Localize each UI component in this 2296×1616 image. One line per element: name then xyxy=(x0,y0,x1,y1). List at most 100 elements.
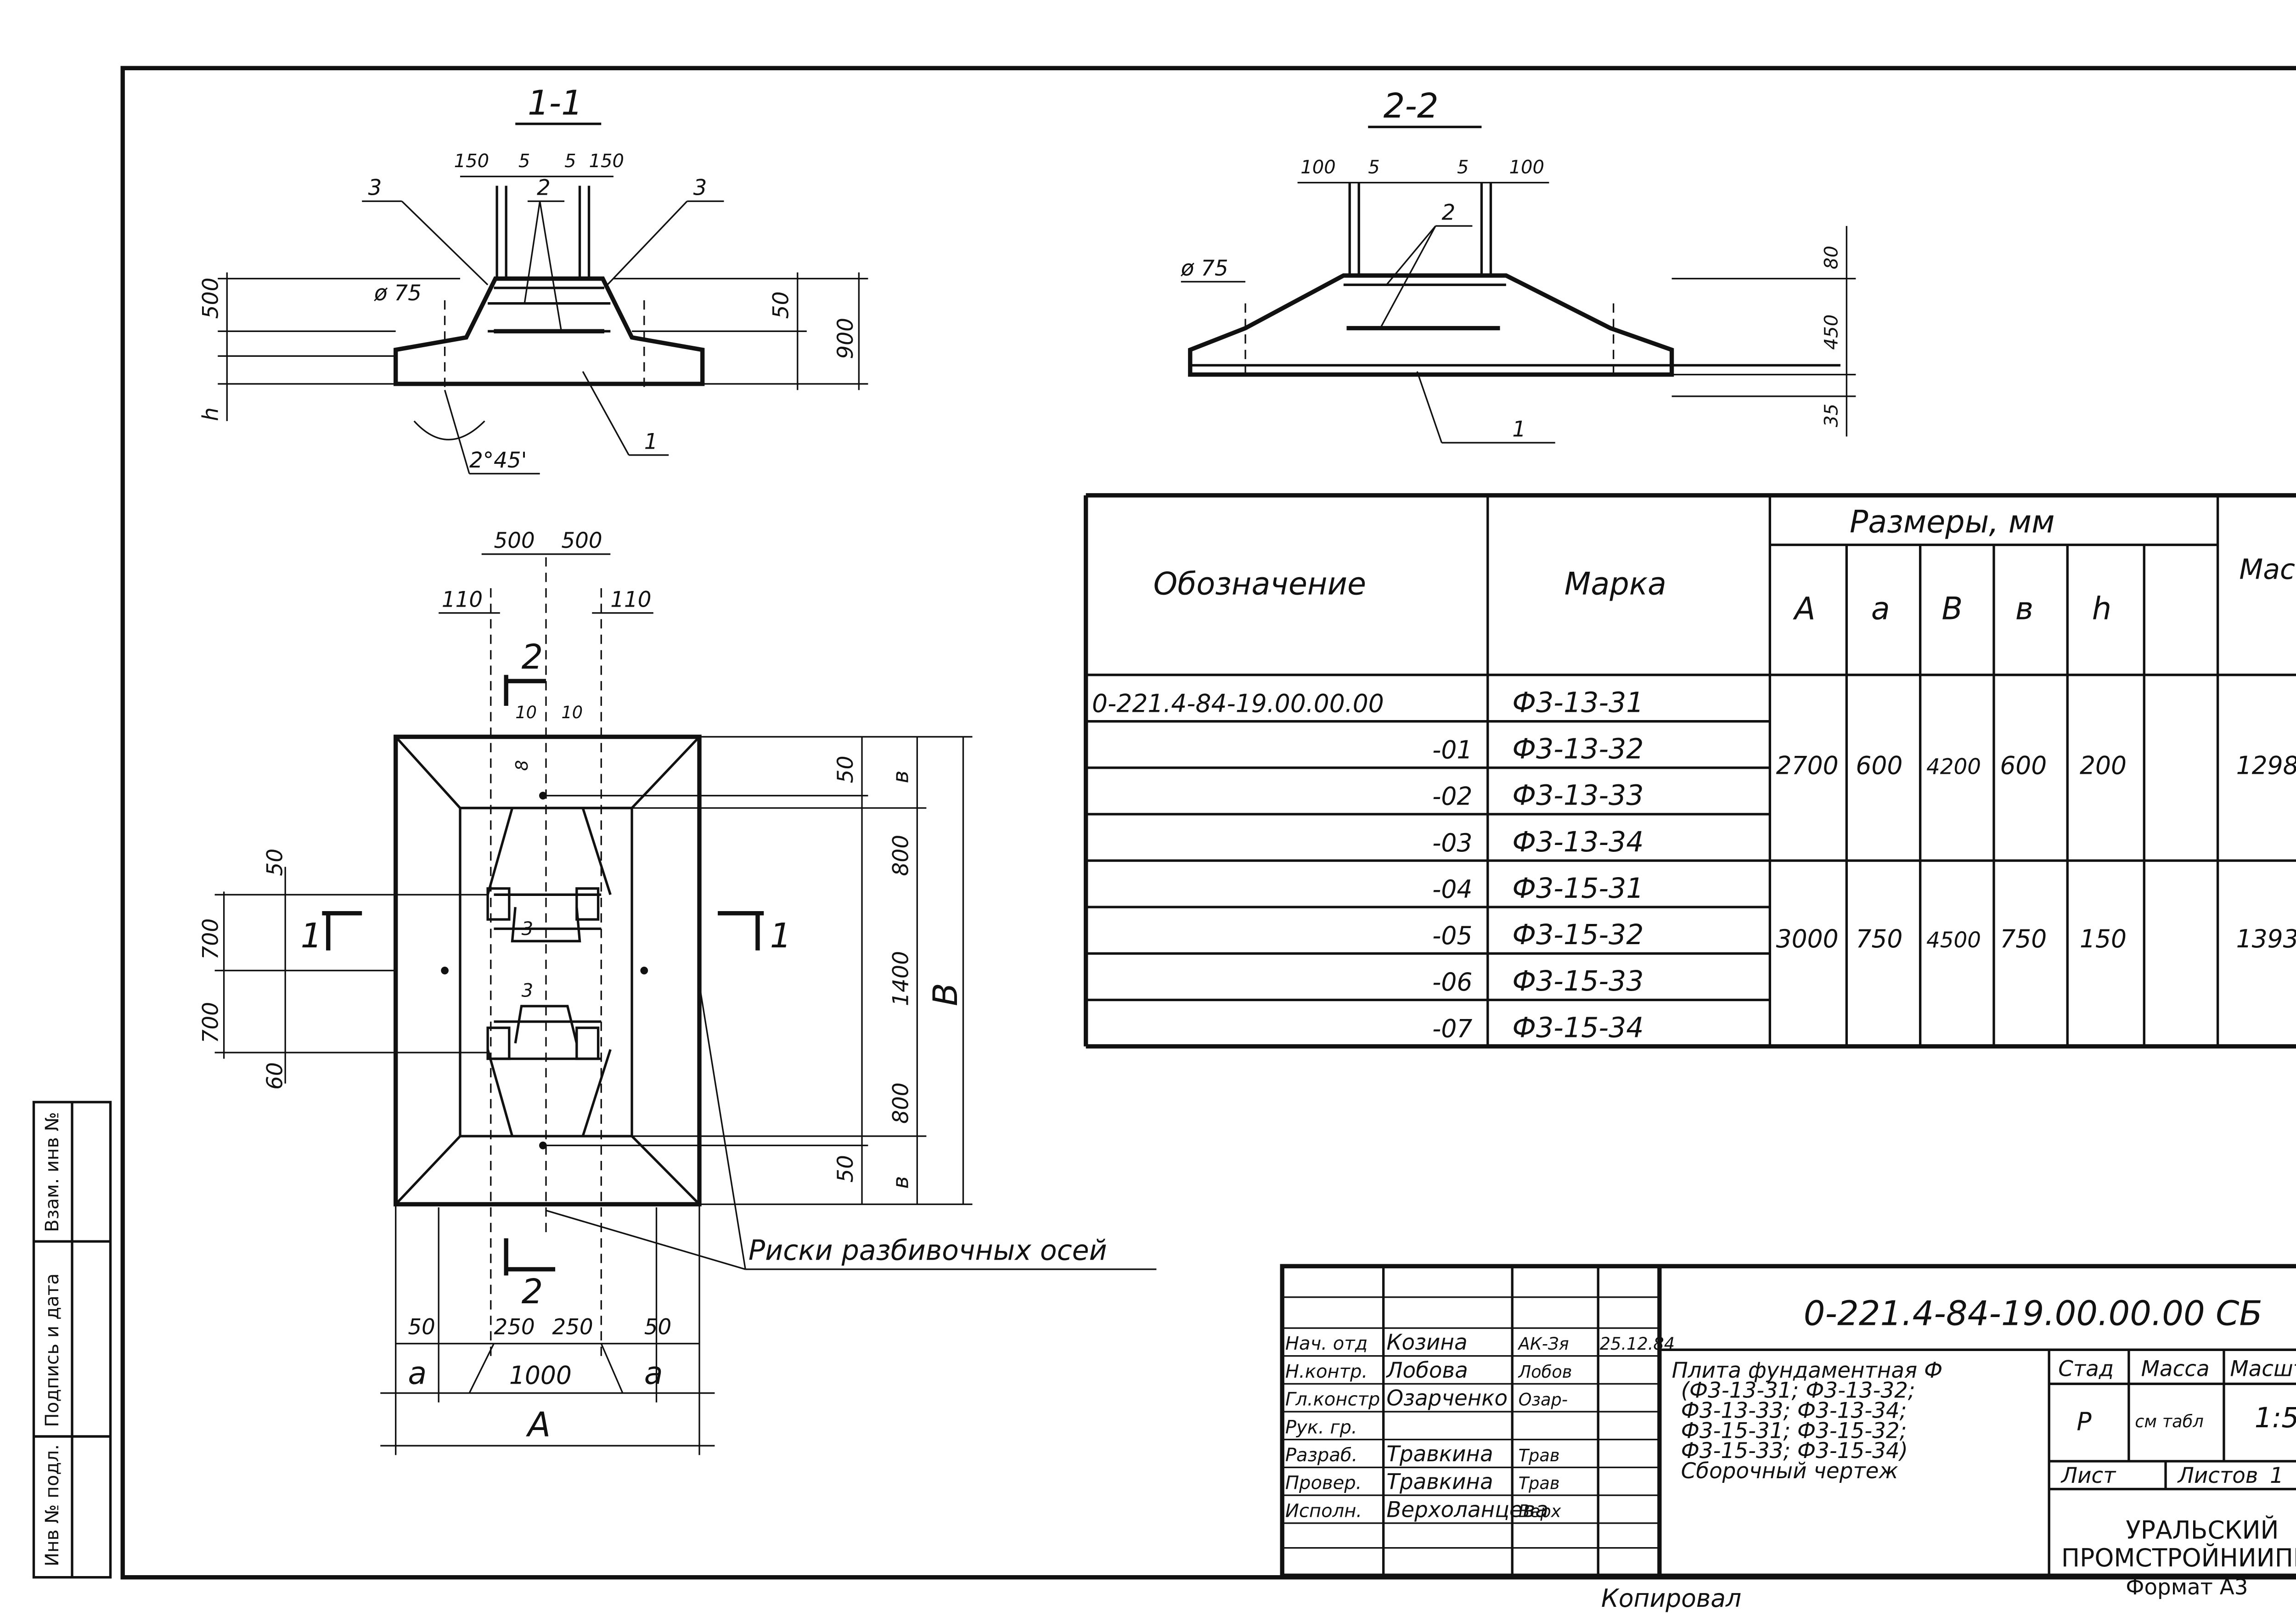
plan-dim-a-left: a xyxy=(408,1355,427,1391)
grp-v-1: 750 xyxy=(2000,924,2047,953)
plan-view: 500 500 110 110 2 2 1 1 10 10 8 50 700 7… xyxy=(198,528,1157,1455)
plan-cut-1-left: 1 xyxy=(301,916,322,956)
plan-dim-50-top-right: 50 xyxy=(833,756,858,783)
row-oboz-3: -03 xyxy=(1432,828,1472,857)
s22-callout-2: 2 xyxy=(1442,200,1456,225)
plan-dim-250-left: 250 xyxy=(494,1314,535,1340)
border-frame xyxy=(120,66,2296,1580)
side-stamp-inv: Инв № подл. xyxy=(42,1444,63,1566)
role-label-1: Н.контр. xyxy=(1285,1361,1367,1382)
s11-callout-3-right: 3 xyxy=(693,175,707,201)
role-label-3: Рук. гр. xyxy=(1285,1417,1357,1438)
plan-cut-2-top: 2 xyxy=(522,637,543,677)
row-marka-3: Ф3-13-34 xyxy=(1512,826,1643,858)
s22-dim-100-right: 100 xyxy=(1509,157,1544,178)
row-marka-4: Ф3-15-31 xyxy=(1512,873,1643,905)
plan-dim-500-right: 500 xyxy=(561,528,602,553)
role-label-4: Разраб. xyxy=(1285,1445,1357,1466)
s11-dim-150-left: 150 xyxy=(454,151,489,172)
grp-a-0: 600 xyxy=(1856,751,1902,780)
plan-dim-v-top: в xyxy=(888,771,913,783)
plan-cut-2-bottom: 2 xyxy=(522,1272,543,1312)
plan-dim-250-right: 250 xyxy=(552,1314,593,1340)
role-name-6: Верхоланцева xyxy=(1386,1497,1548,1522)
tb-name-line-1: (Ф3-13-31; Ф3-13-32; xyxy=(1681,1378,1915,1403)
role-name-4: Травкина xyxy=(1386,1441,1493,1467)
section-1-1-title: 1-1 xyxy=(528,83,583,123)
role-name-2: Озарченко xyxy=(1386,1385,1508,1411)
s22-dim-450: 450 xyxy=(1821,315,1842,350)
plan-dim-v-bottom: в xyxy=(888,1176,913,1189)
plan-dim-50-bottom-left: 50 xyxy=(408,1314,435,1340)
tb-listov-label: Листов xyxy=(2177,1463,2258,1488)
s11-callout-2: 2 xyxy=(537,175,551,201)
s11-callout-1: 1 xyxy=(644,429,658,454)
spec-table: Обозначение Марка Размеры, мм Масса, кг … xyxy=(1084,493,2296,1049)
row-oboz-1: -01 xyxy=(1432,735,1472,764)
row-marka-2: Ф3-13-33 xyxy=(1512,780,1643,812)
plan-dim-a-right: a xyxy=(644,1355,663,1391)
plan-dim-50-bottom-right: 50 xyxy=(833,1155,858,1182)
s11-dim-50: 50 xyxy=(769,291,794,319)
grp-v-0: 600 xyxy=(2000,751,2047,780)
section-1-1: 1-1 150 5 5 150 3 2 3 1 ø 75 2°45' xyxy=(198,83,868,475)
row-oboz-6: -06 xyxy=(1432,968,1472,997)
th-size-3: в xyxy=(2015,591,2033,626)
side-stamp-vzam: Взам. инв № xyxy=(42,1112,63,1232)
row-marka-1: Ф3-13-32 xyxy=(1512,733,1643,765)
s22-dim-80: 80 xyxy=(1821,246,1842,269)
tb-code: 0-221.4-84-19.00.00.00 СБ xyxy=(1804,1294,2262,1333)
side-stamp-sign: Подпись и дата xyxy=(42,1273,63,1427)
plan-callout-3-top: 3 xyxy=(522,918,533,940)
tb-name-line-4: Ф3-15-33; Ф3-15-34) xyxy=(1681,1438,1908,1464)
tb-stad: Р xyxy=(2077,1407,2092,1436)
role-sign-6: Верх xyxy=(1519,1501,1562,1521)
row-marka-5: Ф3-15-32 xyxy=(1512,919,1643,951)
tb-list-label: Лист xyxy=(2060,1463,2116,1488)
s22-dim-35: 35 xyxy=(1821,404,1842,427)
plan-dim-1400: 1400 xyxy=(888,951,913,1006)
section-2-2: 2-2 100 5 5 100 2 1 ø 75 80 450 35 xyxy=(1181,86,1856,444)
th-size-4: h xyxy=(2092,591,2111,626)
plan-dim-800-bottom: 800 xyxy=(888,1082,913,1124)
s11-dim-5-right: 5 xyxy=(564,151,576,172)
tb-listov: 1 xyxy=(2270,1463,2284,1488)
grp-B-1: 4500 xyxy=(1926,928,1981,953)
tb-org-line2: ПРОМСТРОЙНИИПРОЕКТ xyxy=(2061,1543,2296,1572)
role-sign-2: Озар- xyxy=(1519,1390,1568,1409)
tb-massa: см табл xyxy=(2135,1412,2204,1431)
plan-cut-1-right: 1 xyxy=(770,916,792,956)
th-oboznachenie: Обозначение xyxy=(1154,566,1366,602)
th-marka: Марка xyxy=(1564,566,1666,602)
tb-name-line-3: Ф3-15-31; Ф3-15-32; xyxy=(1681,1418,1907,1443)
row-marka-6: Ф3-15-33 xyxy=(1512,965,1643,997)
th-size-2: B xyxy=(1941,591,1963,626)
tb-name-line-2: Ф3-13-33; Ф3-13-34; xyxy=(1681,1398,1907,1423)
tb-masshtab-label: Масштаб xyxy=(2230,1356,2296,1381)
row-oboz-7: -07 xyxy=(1432,1014,1472,1043)
grp-A-1: 3000 xyxy=(1776,924,1839,953)
role-sign-1: Лобов xyxy=(1518,1362,1572,1382)
role-sign-5: Трав xyxy=(1519,1473,1560,1493)
tb-name-line-0: Плита фундаментная Ф xyxy=(1672,1358,1943,1383)
plan-dim-50-left: 50 xyxy=(263,849,288,876)
table-groups: 2700600420060020012980300075045007501501… xyxy=(1776,751,2296,953)
s22-pipe-label: ø 75 xyxy=(1181,256,1228,281)
s22-dim-100-left: 100 xyxy=(1300,157,1335,178)
title-block: 0-221.4-84-19.00.00.00 СБ Плита фундамен… xyxy=(1280,1264,2296,1578)
s11-dim-h: h xyxy=(198,407,223,421)
tb-name: Плита фундаментная Ф(Ф3-13-31; Ф3-13-32;… xyxy=(1672,1358,1943,1484)
plan-dim-800-top: 800 xyxy=(888,835,913,876)
s22-dim-5-right: 5 xyxy=(1457,157,1469,178)
row-oboz-5: -05 xyxy=(1432,921,1472,950)
footer-copied: Копировал xyxy=(1601,1584,1741,1613)
plan-callout-3-bottom: 3 xyxy=(522,980,533,1002)
plan-dim-1000: 1000 xyxy=(509,1361,572,1390)
role-label-2: Гл.констр xyxy=(1285,1389,1380,1410)
grp-h-0: 200 xyxy=(2080,751,2127,780)
role-sign-4: Трав xyxy=(1519,1446,1560,1465)
grp-mass-1: 13930 xyxy=(2236,924,2296,953)
